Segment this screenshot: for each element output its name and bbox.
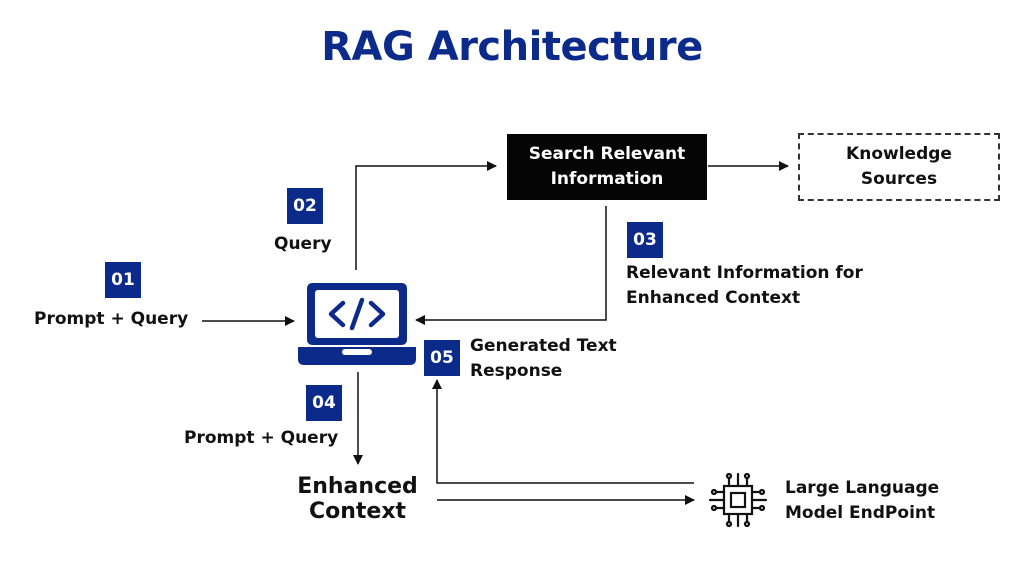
arrow-llm-to-app	[432, 379, 694, 484]
diagram-title: RAG Architecture	[321, 24, 703, 70]
arrow-search-to-app	[415, 206, 607, 325]
step-05-label-line1: Generated Text	[470, 336, 617, 356]
search-box-line2: Information	[550, 169, 664, 189]
enhanced-context-line2: Context	[308, 499, 407, 524]
step-01-badge: 01	[105, 262, 141, 298]
step-04-label: Prompt + Query	[184, 428, 339, 448]
llm-label-line1: Large Language	[785, 478, 940, 498]
step-05-label-line2: Response	[470, 361, 563, 381]
step-02-label: Query	[274, 234, 332, 254]
laptop-code-icon	[298, 283, 416, 365]
enhanced-context-node: Enhanced Context	[280, 474, 435, 524]
cpu-chip-icon	[708, 472, 768, 528]
knowledge-box-line1: Knowledge	[846, 144, 952, 164]
step-03-badge: 03	[627, 222, 663, 258]
step-05-badge: 05	[424, 340, 460, 376]
step-02-badge: 02	[287, 188, 323, 224]
step-04-badge: 04	[306, 385, 342, 421]
step-03-label-line2: Enhanced Context	[626, 288, 801, 308]
search-box-line1: Search Relevant	[528, 144, 686, 164]
knowledge-sources-box: Knowledge Sources	[798, 133, 1000, 201]
arrow-app-to-search	[355, 161, 497, 270]
step-03-label-line1: Relevant Information for	[626, 263, 863, 283]
search-relevant-information-box: Search Relevant Information	[507, 134, 707, 200]
step-01-label: Prompt + Query	[34, 309, 189, 329]
enhanced-context-line1: Enhanced	[297, 474, 418, 499]
llm-label-line2: Model EndPoint	[785, 503, 936, 523]
knowledge-box-line2: Sources	[860, 169, 938, 189]
